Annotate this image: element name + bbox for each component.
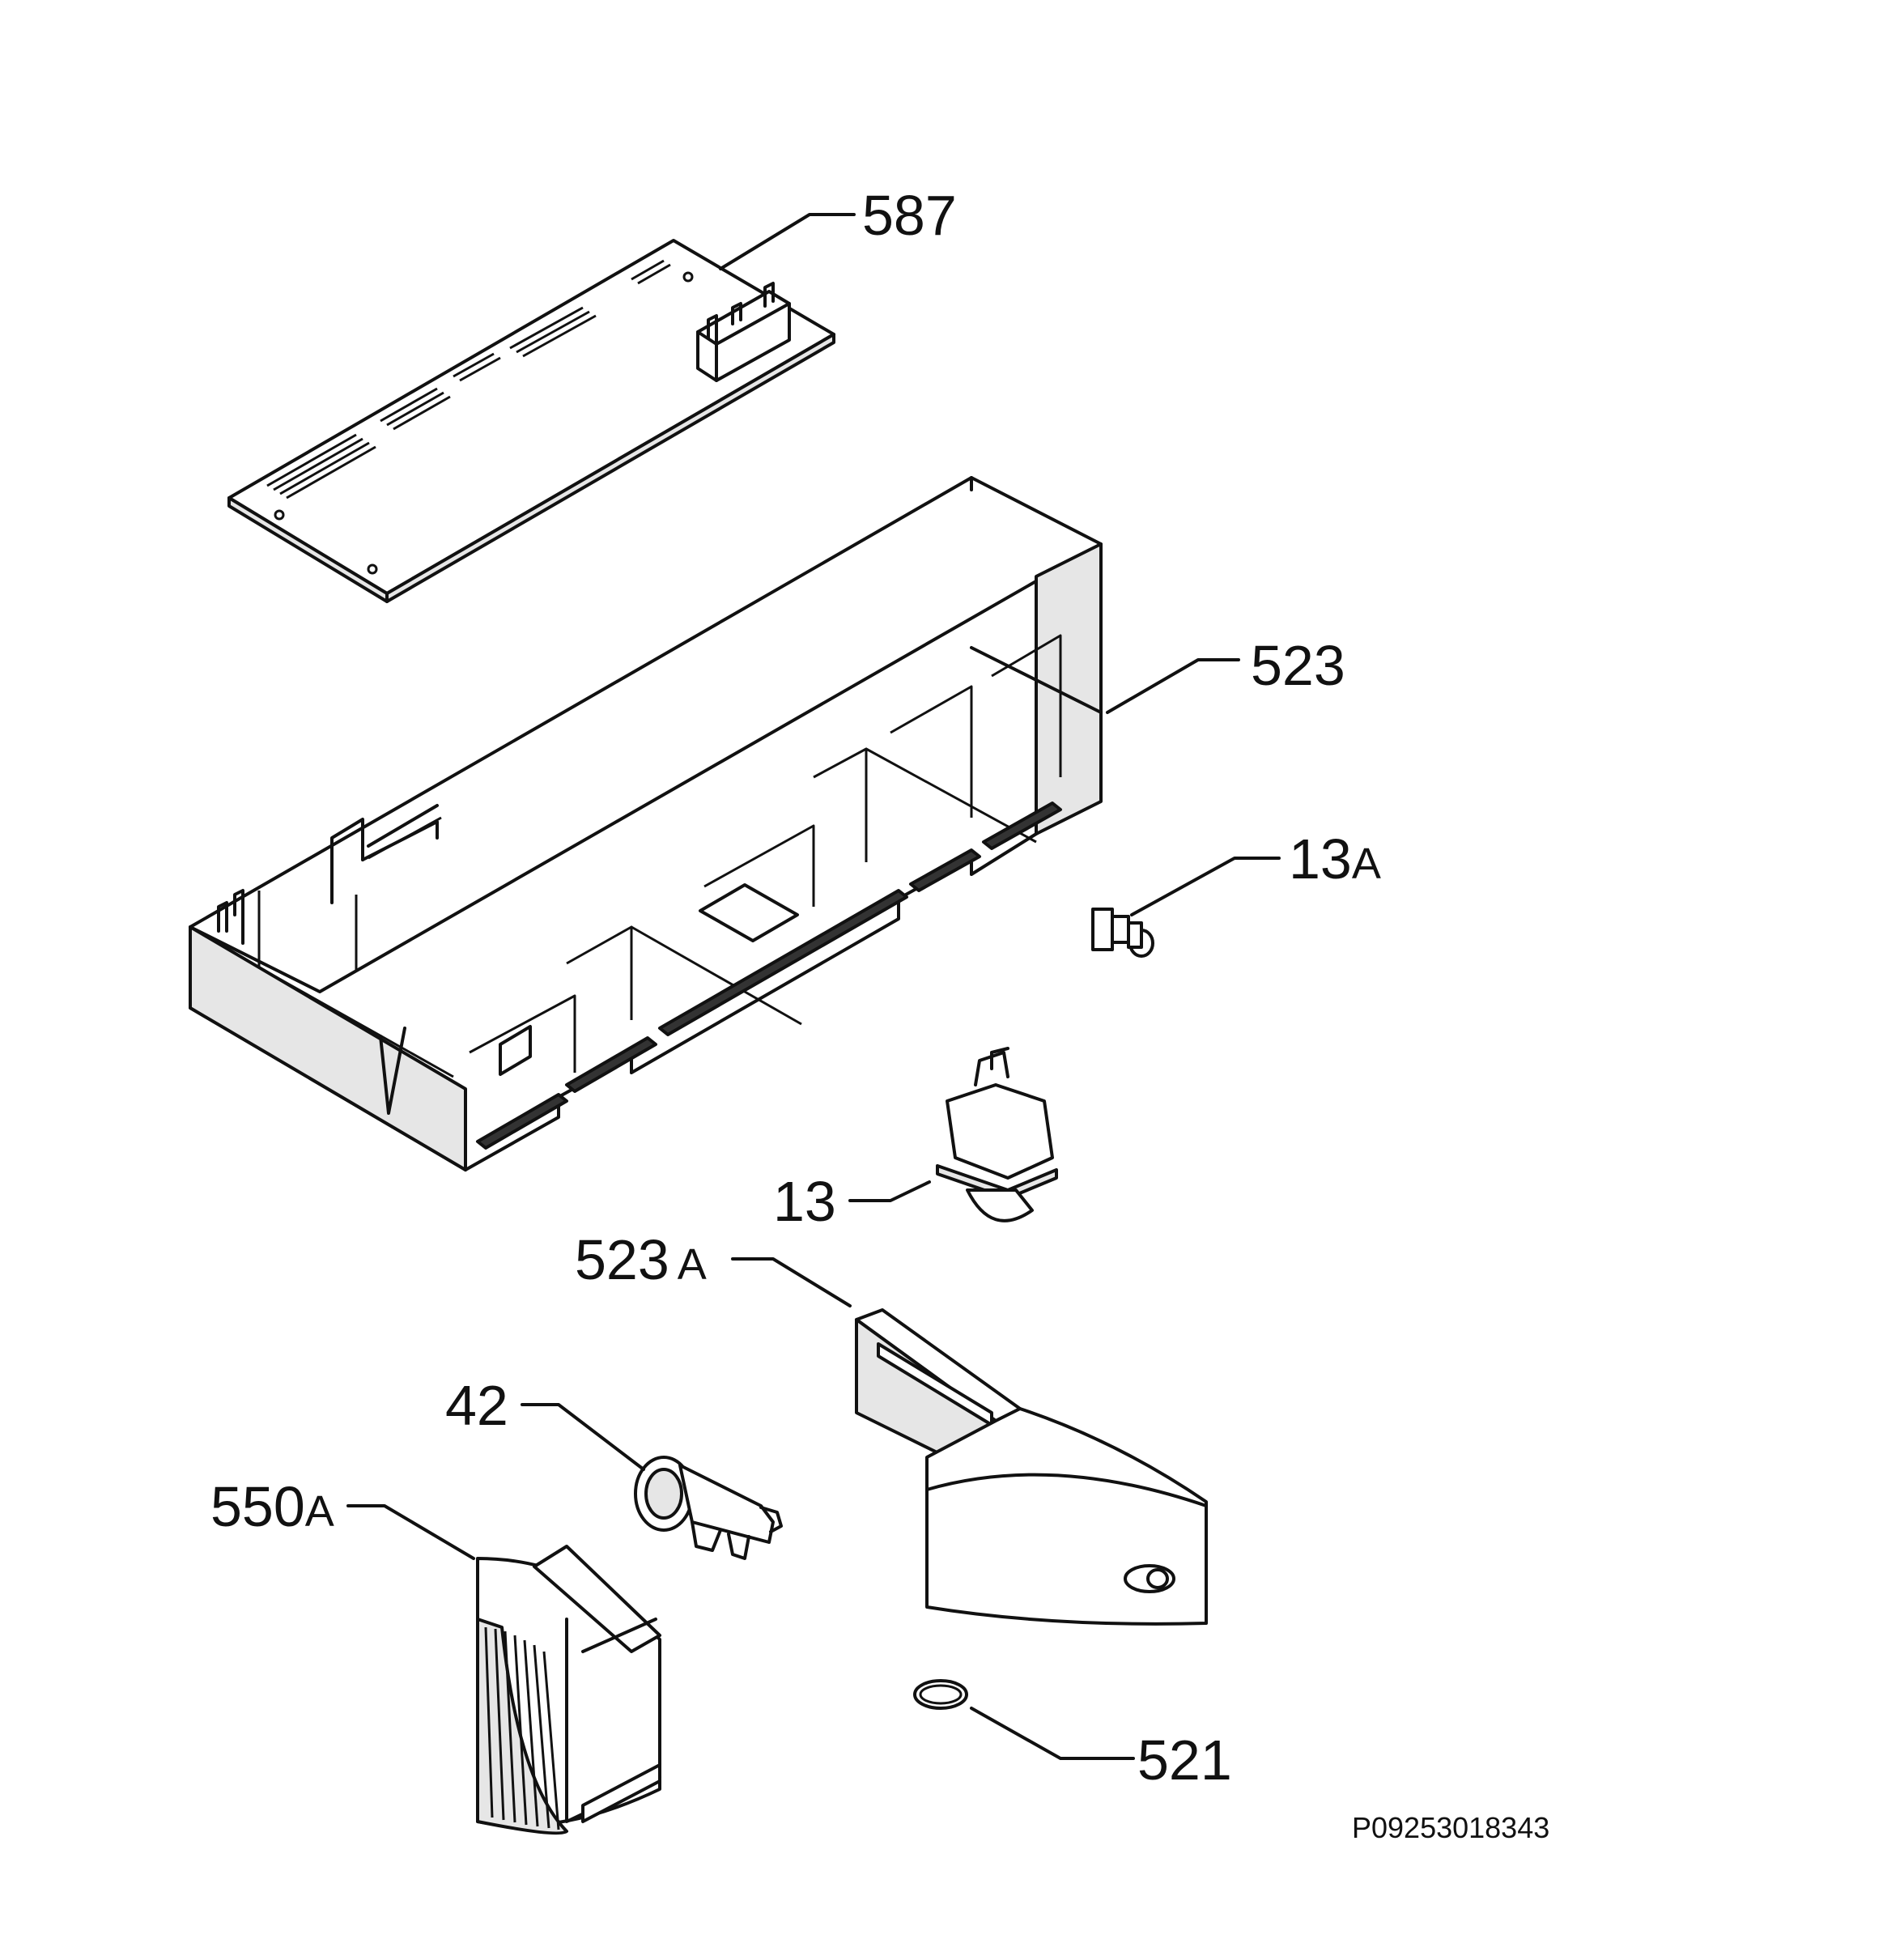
part-521-o-ring (913, 1679, 968, 1710)
part-550a-lamp-cover (476, 1545, 661, 1835)
callout-550a: 550A (210, 1475, 334, 1538)
callout-521: 521 (1137, 1728, 1232, 1792)
part-523-housing (189, 476, 1103, 1171)
leader-lines (346, 213, 1281, 1760)
callout-42: 42 (445, 1374, 508, 1437)
part-13a-pushbutton (1091, 908, 1154, 958)
callout-13a: 13A (1289, 827, 1381, 891)
part-13-switch (936, 1047, 1058, 1222)
drawing-code: P09253018343 (1352, 1811, 1549, 1844)
part-523a-front-cover (855, 1308, 1208, 1626)
callout-587: 587 (862, 184, 957, 247)
part-42-lamp-holder (634, 1456, 783, 1560)
part-587-circuit-board (227, 239, 835, 603)
callout-523: 523 (1251, 634, 1345, 697)
callout-13: 13 (773, 1170, 836, 1233)
